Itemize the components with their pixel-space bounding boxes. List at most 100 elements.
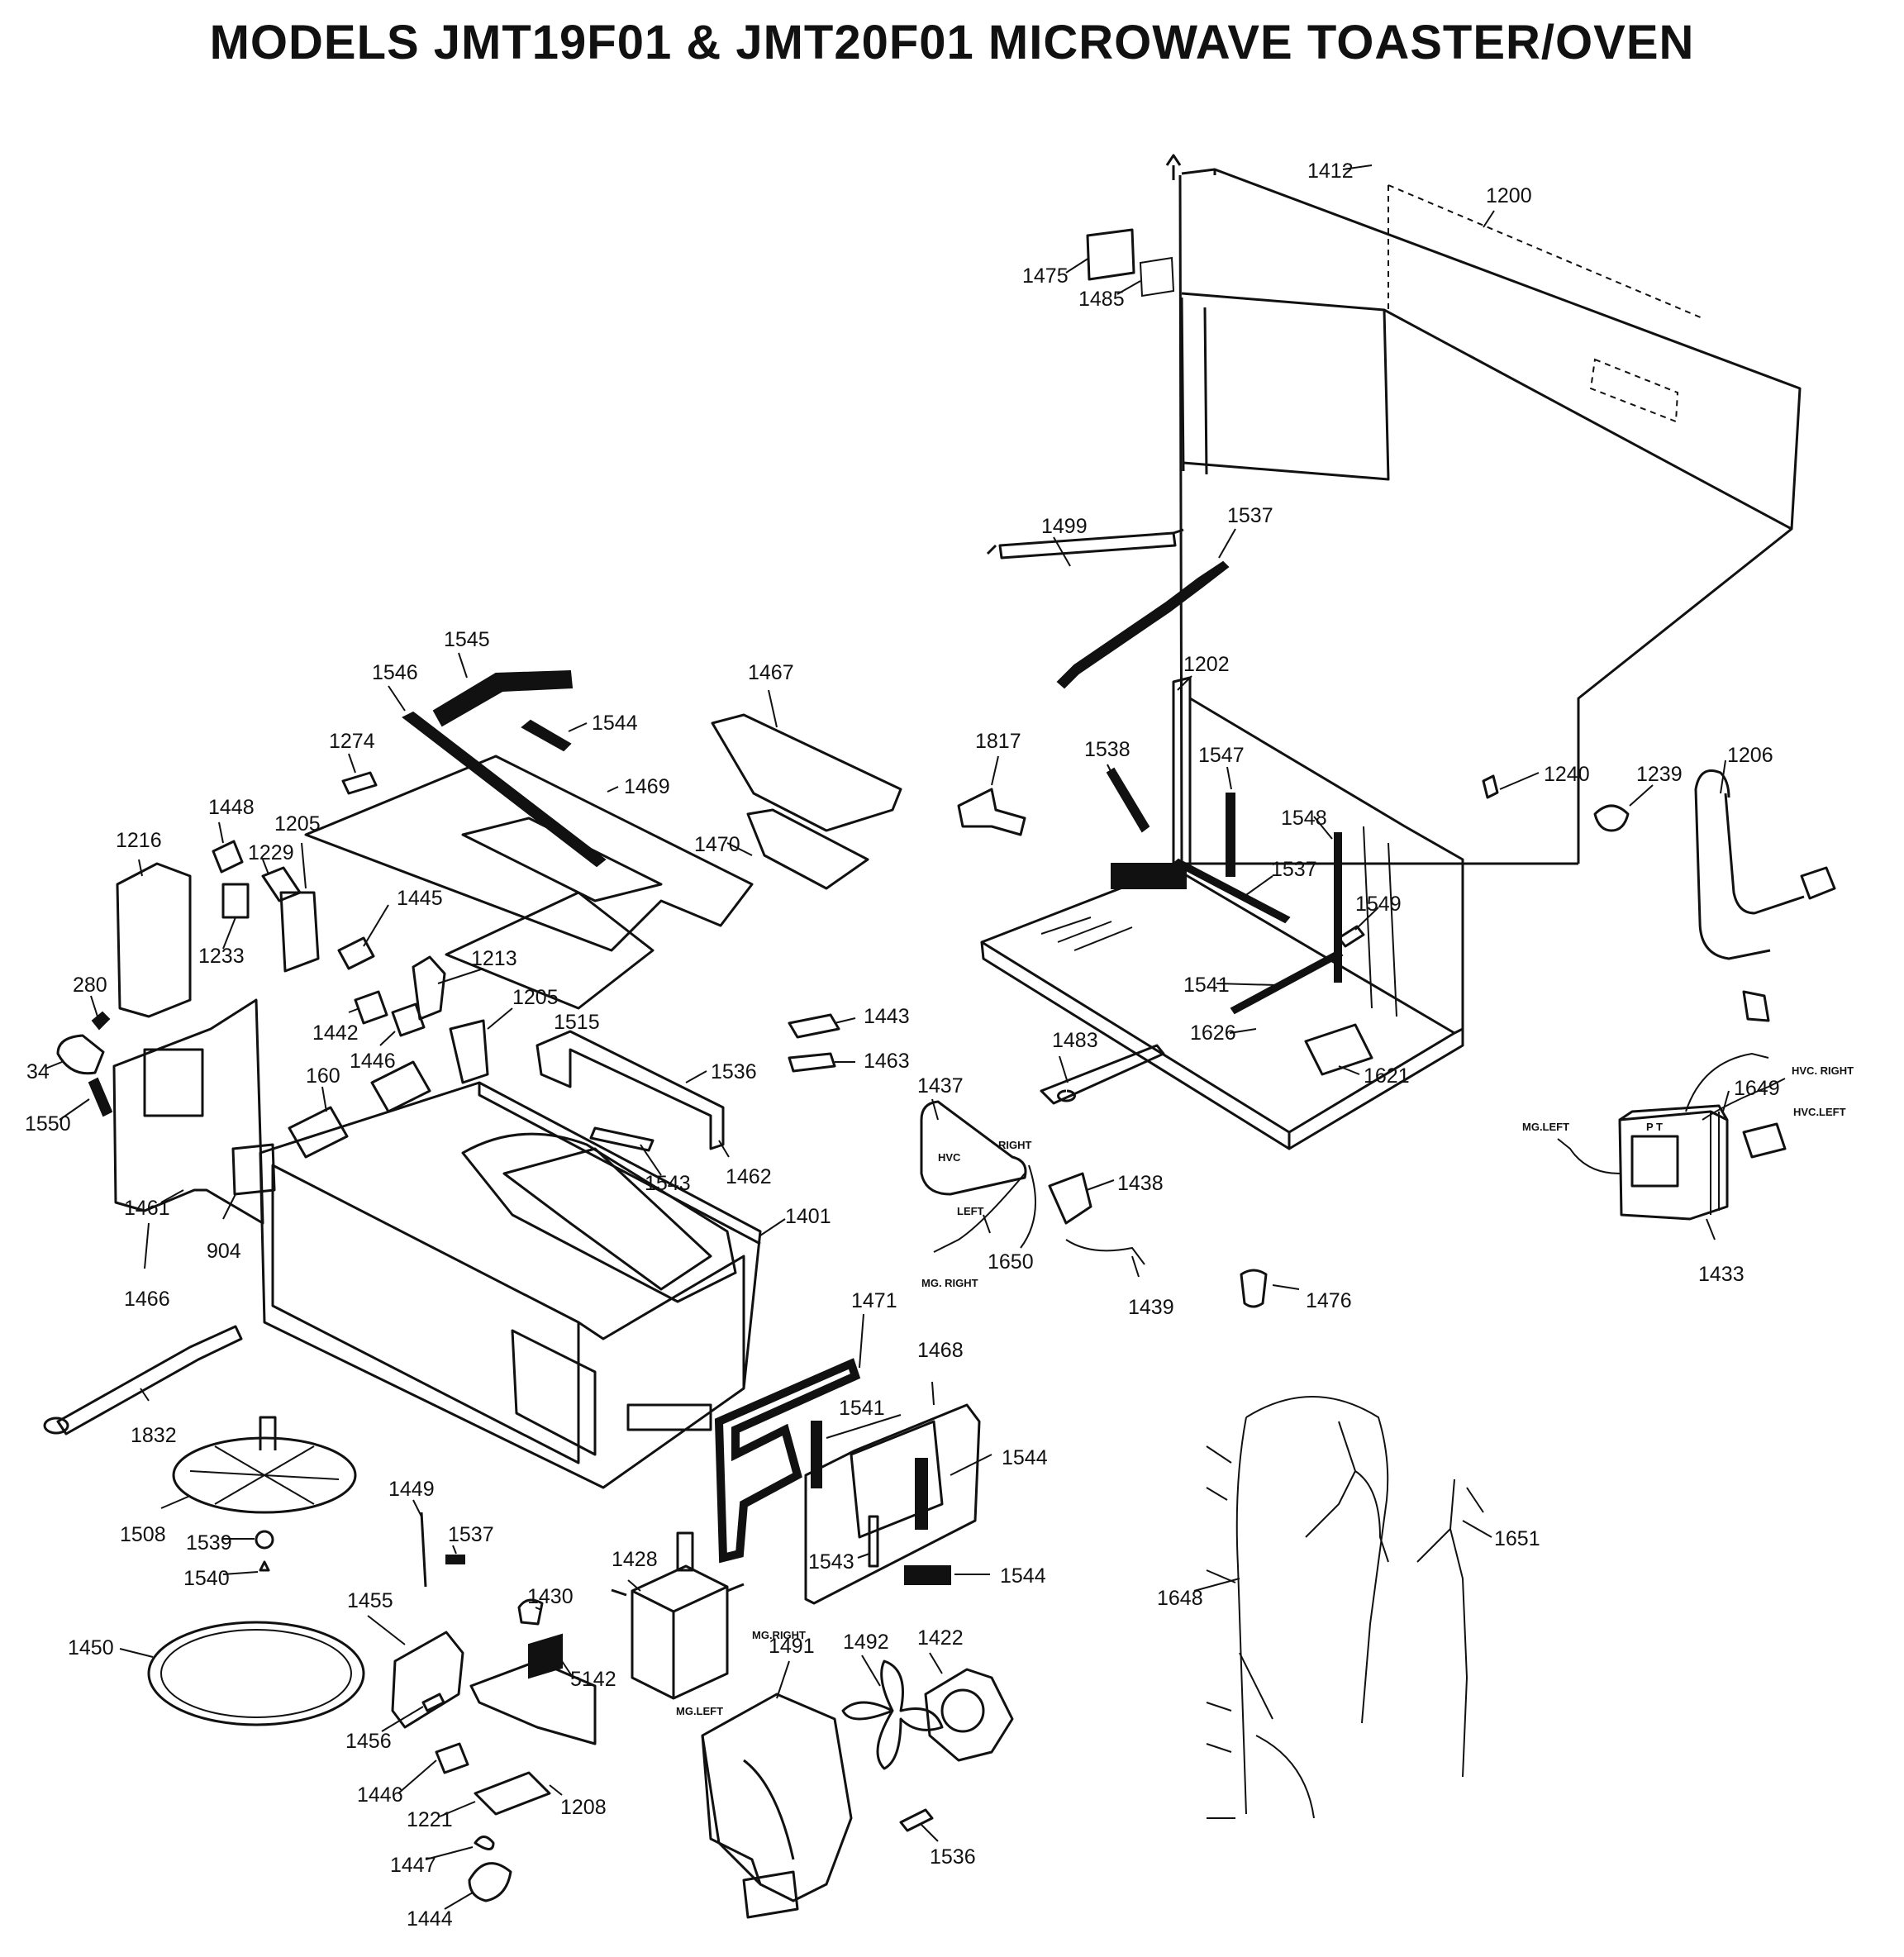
label-1206: 1206 [1727,744,1773,767]
motor-1444 [468,1862,512,1902]
label-1428: 1428 [612,1548,658,1571]
label-1449: 1449 [388,1478,435,1501]
strip-1544-mid [915,1458,928,1530]
label-1543-top: 1543 [645,1172,691,1195]
screw-1412 [1165,154,1182,180]
strip-1546 [402,711,607,868]
cam-1447 [474,1836,495,1850]
label-34: 34 [26,1060,50,1083]
panel-1469-lower [445,891,654,1010]
label-904: 904 [207,1240,241,1263]
label-1462: 1462 [726,1165,772,1188]
label-1456: 1456 [345,1730,392,1753]
strip-5142 [528,1633,563,1679]
strip-1544-top [521,719,572,752]
label-1546: 1546 [372,661,418,684]
foot-1239 [1593,804,1630,832]
tray-ring-1450 [147,1621,365,1726]
label-1461: 1461 [124,1197,170,1220]
strip-1537-base [1172,858,1291,924]
duct-1491-tab [742,1870,799,1919]
label-1466: 1466 [124,1288,170,1311]
label-hvc-left: HVC.LEFT [1793,1106,1846,1118]
label-1213: 1213 [471,947,517,970]
magnetron-1428 [611,1531,745,1700]
label-1539: 1539 [186,1531,232,1555]
bracket-1438 [1048,1172,1092,1225]
label-1205-left: 1205 [274,812,321,836]
outer-cabinet-1200 [1178,168,1802,865]
label-1471: 1471 [851,1289,897,1312]
label-1430: 1430 [527,1585,574,1608]
label-1541-mid: 1541 [839,1397,885,1420]
label-1221: 1221 [407,1808,453,1831]
switch-1233 [221,883,250,919]
label-1536-low: 1536 [930,1845,976,1869]
label-1233: 1233 [198,945,245,968]
switch-1448 [212,840,244,874]
plate-1475 [1086,228,1135,281]
label-1537-base: 1537 [1271,858,1317,881]
wire-1650 [933,1164,1036,1253]
strip-1537-small [445,1555,465,1564]
clip-1240 [1482,774,1499,799]
latch-1515 [449,1019,489,1084]
label-1437: 1437 [917,1074,964,1098]
label-1468: 1468 [917,1339,964,1362]
label-1438: 1438 [1117,1172,1164,1195]
label-1485: 1485 [1078,288,1125,311]
label-1229: 1229 [248,841,294,864]
label-1543-mid: 1543 [808,1550,854,1574]
tray-ring-inner-1450 [160,1629,352,1718]
label-1455: 1455 [347,1589,393,1612]
strip-1547 [1226,793,1235,877]
stirrer-1508 [172,1416,357,1514]
rod-1449 [420,1512,427,1588]
wire-callouts: HVC RIGHT LEFT MG. RIGHT MG.RIGHT MG.LEF… [676,1064,1854,1717]
label-hvc-right: HVC. RIGHT [1792,1064,1854,1077]
lever-1205 [279,891,320,973]
block-1274 [341,771,378,795]
label-1817: 1817 [975,730,1021,753]
label-1444: 1444 [407,1907,453,1931]
label-1443: 1443 [864,1005,910,1028]
strip-1548 [1334,832,1342,983]
label-1433: 1433 [1698,1263,1745,1286]
label-1536-top: 1536 [711,1060,757,1083]
label-1469: 1469 [624,775,670,798]
label-1508: 1508 [120,1523,166,1546]
label-1649: 1649 [1734,1077,1780,1100]
switch-1430 [517,1598,544,1626]
label-1447: 1447 [390,1854,436,1877]
oven-cavity-1401 [259,1081,762,1489]
label-1470: 1470 [694,833,740,856]
label-1832: 1832 [131,1424,177,1447]
label-1648: 1648 [1157,1587,1203,1610]
capacitor-1437 [920,1100,1027,1196]
label-right: RIGHT [998,1139,1032,1151]
strip-1543 [589,1126,654,1152]
plate-1470 [746,808,869,890]
label-1422: 1422 [917,1626,964,1650]
label-1202: 1202 [1183,653,1230,676]
label-1450: 1450 [68,1636,114,1659]
lamp-34 [56,1034,105,1075]
power-plug-1206 [1742,866,1836,1022]
bracket-1213 [412,955,446,1021]
label-1208: 1208 [560,1796,607,1819]
bracket-1817 [957,788,1026,836]
thermostat-rod-1832 [56,1325,243,1436]
label-1544-top: 1544 [592,712,638,735]
label-1540: 1540 [183,1567,230,1590]
screw-1540 [259,1560,270,1572]
strip-1538 [1106,767,1150,833]
plate-904 [231,1143,276,1196]
label-1545: 1545 [444,628,490,651]
transformer-1433 [1557,1052,1787,1221]
fan-motor-1422 [924,1668,1014,1762]
switch-1445 [337,936,375,970]
foot-1476 [1240,1269,1268,1308]
label-1467: 1467 [748,661,794,684]
fuse-160 [288,1060,431,1159]
switch-1446-lower [435,1742,469,1774]
